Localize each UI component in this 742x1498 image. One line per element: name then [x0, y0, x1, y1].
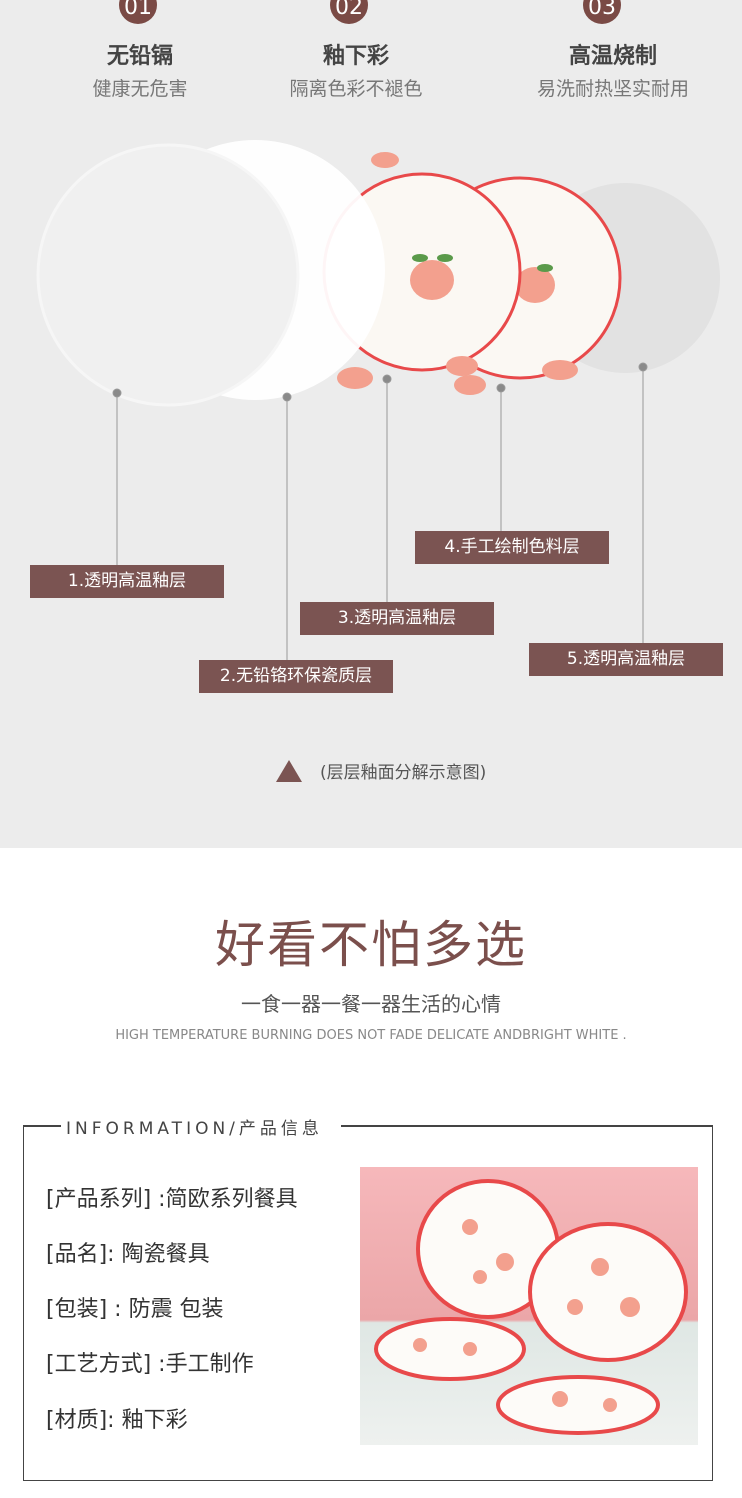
- info-row: [品名]: 陶瓷餐具: [46, 1242, 210, 1267]
- feature-subtitle: 易洗耐热坚实耐用: [536, 78, 689, 100]
- feature-subtitle: 健康无危害: [92, 78, 188, 100]
- feature-title: 无铅镉: [106, 44, 173, 69]
- layer-label-3: 3.透明高温釉层: [300, 602, 494, 635]
- diagram-caption: (层层釉面分解示意图): [276, 758, 486, 783]
- layer-label-4: 4.手工绘制色料层: [415, 531, 609, 564]
- subheadline: 一食一器一餐一器生活的心情: [241, 992, 501, 1016]
- layer-1-glaze: [36, 143, 300, 407]
- caption-text: (层层釉面分解示意图): [320, 763, 487, 783]
- plate-layers-illustration: [36, 140, 720, 660]
- info-row: [工艺方式] :手工制作: [46, 1352, 254, 1377]
- feature-1: 无铅镉健康无危害: [30, 38, 250, 101]
- triangle-icon: [276, 759, 302, 782]
- layer-label-1: 1.透明高温釉层: [30, 565, 224, 598]
- layer-label-2: 2.无铅铬环保瓷质层: [199, 660, 393, 693]
- info-box: [23, 1125, 713, 1481]
- info-row: [包装] : 防震 包装: [46, 1297, 224, 1322]
- layer-label-5: 5.透明高温釉层: [529, 643, 723, 676]
- feature-title: 高温烧制: [568, 44, 657, 69]
- layer-diagram-section: [0, 0, 742, 848]
- headline: 好看不怕多选: [215, 916, 527, 974]
- info-title: INFORMATION/产品信息: [66, 1119, 323, 1139]
- info-row: [材质]: 釉下彩: [46, 1408, 188, 1433]
- product-photo: [360, 1167, 698, 1445]
- english-tagline: HIGH TEMPERATURE BURNING DOES NOT FADE D…: [115, 1028, 627, 1043]
- feature-title: 釉下彩: [322, 44, 389, 69]
- info-box-top-border: [23, 1125, 713, 1127]
- feature-2: 釉下彩隔离色彩不褪色: [246, 38, 466, 101]
- feature-subtitle: 隔离色彩不褪色: [289, 78, 423, 100]
- plates-photo-illustration: [374, 1179, 688, 1435]
- feature-3: 高温烧制易洗耐热坚实耐用: [503, 38, 723, 101]
- info-row: [产品系列] :简欧系列餐具: [46, 1187, 298, 1212]
